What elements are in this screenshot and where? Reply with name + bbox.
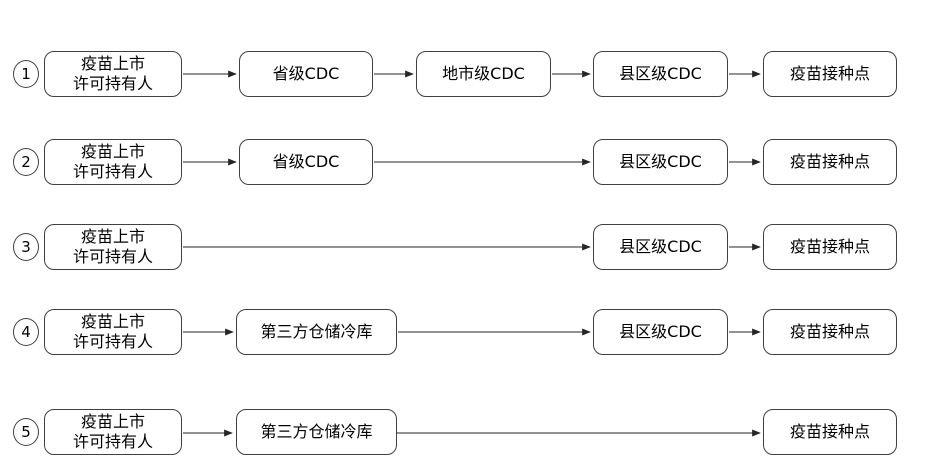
row-number-badge: 5 <box>13 418 39 446</box>
node-label: 地市级CDC <box>442 64 525 83</box>
node-label: 县区级CDC <box>619 152 702 171</box>
node-label: 疫苗接种点 <box>789 64 870 83</box>
node-label-line1: 疫苗上市 <box>80 412 145 431</box>
node-vaccine-mah: 疫苗上市 许可持有人 <box>44 309 182 355</box>
node-label-line1: 疫苗上市 <box>80 54 145 73</box>
row-number-badge: 2 <box>13 148 39 176</box>
node-label-line1: 疫苗上市 <box>80 312 145 331</box>
node-vaccination-point: 疫苗接种点 <box>763 409 897 455</box>
node-label-line2: 许可持有人 <box>72 74 153 93</box>
node-label: 第三方仓储冷库 <box>260 422 373 441</box>
node-label: 疫苗接种点 <box>789 422 870 441</box>
node-label: 县区级CDC <box>619 64 702 83</box>
node-third-party-cold-warehouse: 第三方仓储冷库 <box>236 309 397 355</box>
node-city-cdc: 地市级CDC <box>416 51 551 97</box>
node-label: 省级CDC <box>272 64 340 83</box>
node-vaccine-mah: 疫苗上市 许可持有人 <box>44 51 182 97</box>
node-label-line1: 疫苗上市 <box>80 142 145 161</box>
node-vaccination-point: 疫苗接种点 <box>763 139 897 185</box>
row-number: 2 <box>21 153 31 171</box>
node-label: 疫苗接种点 <box>789 237 870 256</box>
node-province-cdc: 省级CDC <box>239 51 373 97</box>
row-number-badge: 4 <box>13 318 39 346</box>
row-number-badge: 3 <box>13 233 39 261</box>
node-county-cdc: 县区级CDC <box>593 309 728 355</box>
node-label-line2: 许可持有人 <box>72 247 153 266</box>
node-label-line2: 许可持有人 <box>72 432 153 451</box>
node-third-party-cold-warehouse: 第三方仓储冷库 <box>236 409 397 455</box>
node-county-cdc: 县区级CDC <box>593 139 728 185</box>
node-vaccine-mah: 疫苗上市 许可持有人 <box>44 139 182 185</box>
node-county-cdc: 县区级CDC <box>593 51 728 97</box>
node-label: 第三方仓储冷库 <box>260 322 373 341</box>
node-label: 疫苗接种点 <box>789 152 870 171</box>
row-number: 3 <box>21 238 31 256</box>
row-number: 5 <box>21 423 31 441</box>
node-label: 县区级CDC <box>619 322 702 341</box>
node-vaccination-point: 疫苗接种点 <box>763 309 897 355</box>
node-label: 省级CDC <box>272 152 340 171</box>
node-label-line1: 疫苗上市 <box>80 227 145 246</box>
node-county-cdc: 县区级CDC <box>593 224 728 270</box>
row-number: 4 <box>21 323 31 341</box>
node-label: 县区级CDC <box>619 237 702 256</box>
node-vaccination-point: 疫苗接种点 <box>763 224 897 270</box>
row-number: 1 <box>21 65 31 83</box>
node-label-line2: 许可持有人 <box>72 332 153 351</box>
node-vaccine-mah: 疫苗上市 许可持有人 <box>44 224 182 270</box>
node-vaccination-point: 疫苗接种点 <box>763 51 897 97</box>
node-province-cdc: 省级CDC <box>239 139 373 185</box>
node-label: 疫苗接种点 <box>789 322 870 341</box>
row-number-badge: 1 <box>13 60 39 88</box>
node-vaccine-mah: 疫苗上市 许可持有人 <box>44 409 182 455</box>
node-label-line2: 许可持有人 <box>72 162 153 181</box>
